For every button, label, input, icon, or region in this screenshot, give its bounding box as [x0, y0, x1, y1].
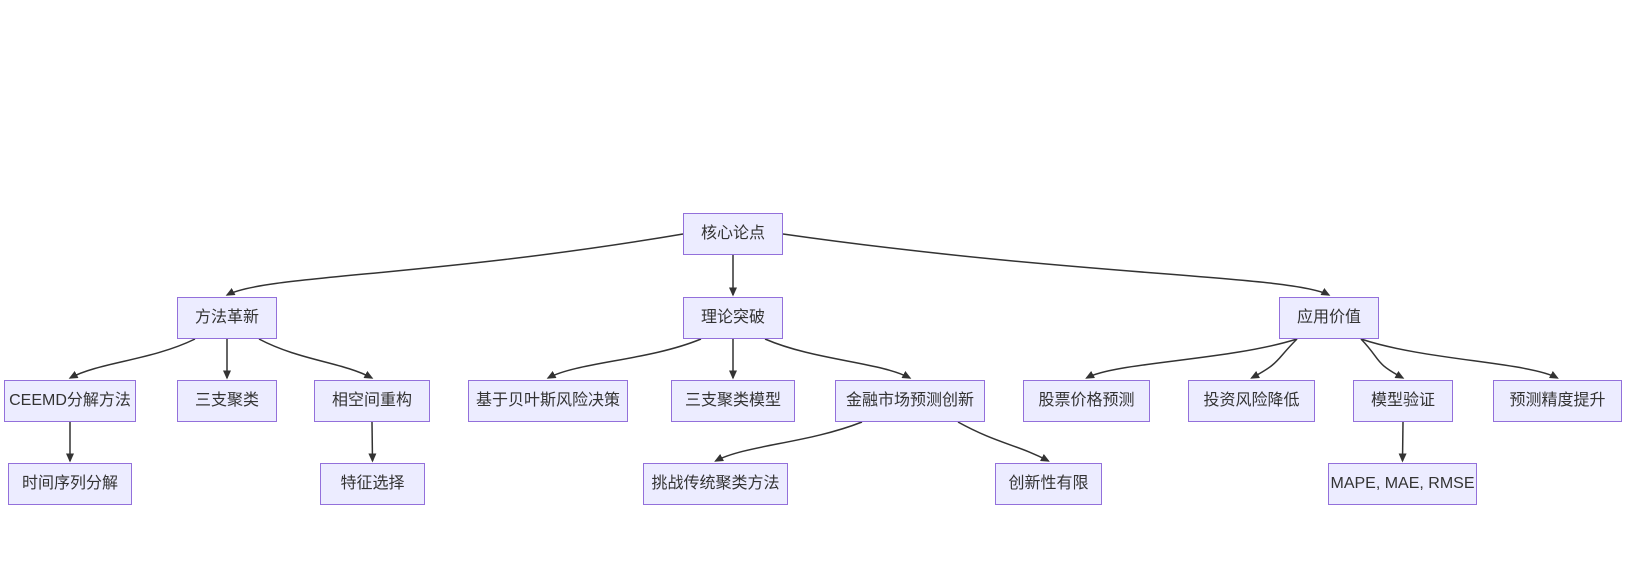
node-limited: 创新性有限: [995, 463, 1102, 505]
edge-fin_market-limited: [957, 421, 1050, 462]
edge-theory-fin_market: [764, 338, 912, 379]
node-application: 应用价值: [1279, 297, 1379, 339]
node-precision: 预测精度提升: [1493, 380, 1622, 422]
node-fin_market: 金融市场预测创新: [835, 380, 985, 422]
node-stock: 股票价格预测: [1023, 380, 1150, 422]
edge-model_val-metrics: [1398, 421, 1407, 463]
edge-method-ceemd: [68, 338, 196, 379]
edge-application-stock: [1085, 338, 1298, 379]
node-twc_model: 三支聚类模型: [671, 380, 795, 422]
edge-core-application: [782, 233, 1331, 296]
node-metrics: MAPE, MAE, RMSE: [1328, 463, 1477, 505]
node-phase: 相空间重构: [314, 380, 430, 422]
edge-application-invest: [1250, 338, 1298, 379]
node-feature: 特征选择: [320, 463, 425, 505]
node-invest: 投资风险降低: [1188, 380, 1315, 422]
node-model_val: 模型验证: [1353, 380, 1453, 422]
node-method: 方法革新: [177, 297, 277, 339]
edge-method-phase: [258, 338, 374, 379]
node-ceemd: CEEMD分解方法: [4, 380, 136, 422]
edge-theory-bayes: [546, 338, 702, 379]
node-threeway: 三支聚类: [177, 380, 277, 422]
node-theory: 理论突破: [683, 297, 783, 339]
node-core: 核心论点: [683, 213, 783, 255]
node-time_series: 时间序列分解: [8, 463, 132, 505]
edge-core-method: [225, 233, 684, 296]
edge-fin_market-challenge: [714, 421, 863, 462]
edge-application-model_val: [1360, 338, 1405, 379]
node-bayes: 基于贝叶斯风险决策: [468, 380, 628, 422]
edge-phase-feature: [368, 421, 377, 463]
edge-application-precision: [1360, 338, 1559, 379]
node-challenge: 挑战传统聚类方法: [643, 463, 788, 505]
